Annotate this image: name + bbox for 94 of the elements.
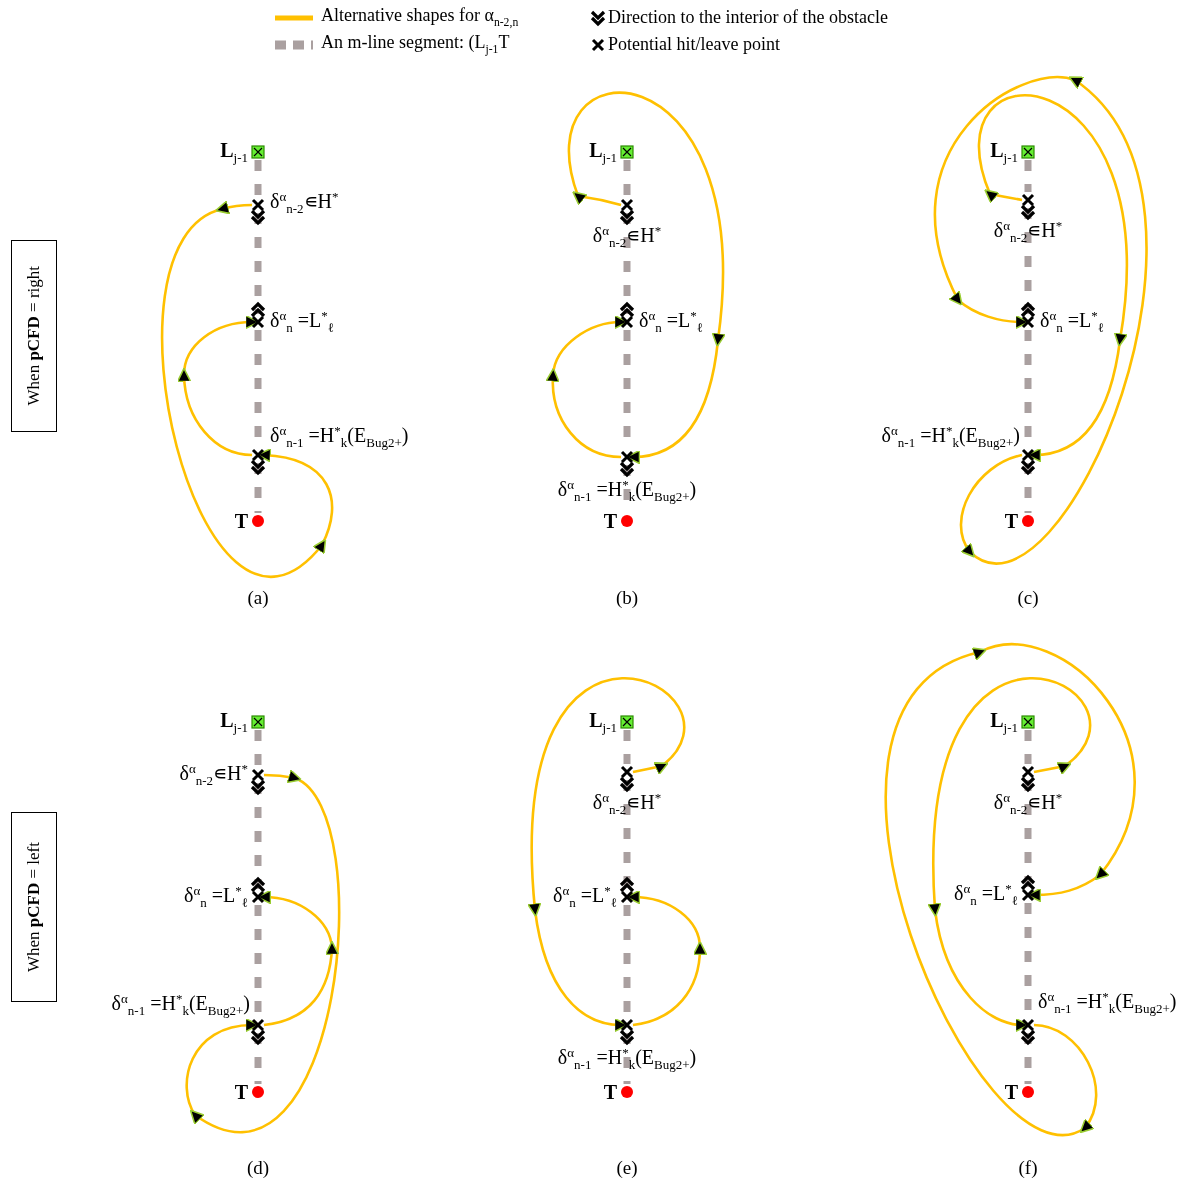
point-label: δ$^{α}$$_{n-2}$∊H$^{*}$ <box>592 790 662 818</box>
row-header-panel <box>11 812 57 1002</box>
curved-path <box>629 891 707 1027</box>
crossed-square-icon <box>1021 145 1035 159</box>
point-label: L$_{j-1}$ <box>220 708 248 736</box>
point-label: T <box>234 510 248 532</box>
curved-path <box>567 91 725 464</box>
point-label: δ$^{α}$$_{n-2}$∊H$^{*}$ <box>993 790 1063 818</box>
cross-mark-icon <box>1021 1018 1035 1032</box>
cross-mark-icon <box>620 198 634 212</box>
cross-mark-icon <box>620 765 634 779</box>
point-label: T <box>1004 510 1018 532</box>
point-label: T <box>234 1081 248 1103</box>
curved-path <box>977 94 1129 462</box>
panel-caption: (f) <box>1018 1157 1038 1179</box>
m-line-segment <box>623 213 631 314</box>
point-label: δ$^{α}$$_{n-2}$∊H$^{*}$ <box>592 223 662 251</box>
curved-path <box>546 316 625 459</box>
curved-path <box>178 316 256 457</box>
m-line-segment <box>623 1033 631 1084</box>
point-label: T <box>1004 1081 1018 1103</box>
crossed-square-icon <box>251 715 265 729</box>
legend-text: Direction to the interior of the obstacle <box>608 8 888 28</box>
cross-mark-icon <box>620 450 634 464</box>
point-label: δ$^{α}$$_{n-1}$ =H$^{*}$$_{k}$(E$_{Bug2+}$) <box>111 991 250 1019</box>
crossed-square-icon <box>251 145 265 159</box>
m-line-segment <box>254 160 262 197</box>
cross-mark-icon <box>620 1018 634 1032</box>
point-label: δ$^{α}$$_{n-2}$∊H$^{*}$ <box>179 761 248 789</box>
point-label: L$_{j-1}$ <box>990 708 1018 736</box>
cross-mark-icon <box>1021 193 1035 207</box>
cross-mark-icon <box>1021 315 1035 329</box>
crossed-square-icon <box>1021 715 1035 729</box>
panel-caption: (b) <box>615 587 639 609</box>
m-line-segment <box>254 783 262 889</box>
m-line-segment <box>1024 1033 1032 1084</box>
row-header-text: When pCFD = right <box>24 266 44 406</box>
row-header-text: When pCFD = left <box>24 842 44 972</box>
dot-icon <box>251 514 265 528</box>
point-label: δ$^{α}$$_{n-1}$ =H$^{*}$$_{k}$(E$_{Bug2+}$) <box>1038 989 1177 1017</box>
panel-caption: (a) <box>247 587 269 609</box>
cross-mark-icon <box>251 198 265 212</box>
curved-path <box>160 201 334 579</box>
crossed-square-icon <box>620 715 634 729</box>
row-header-panel <box>11 240 57 432</box>
curved-path <box>884 642 1136 1137</box>
curved-path <box>185 770 341 1134</box>
point-label: δ$^{α}$$_{n-1}$ =H$^{*}$$_{k}$(E$_{Bug2+}$) <box>557 1045 697 1073</box>
point-label: L$_{j-1}$ <box>220 138 248 166</box>
point-label: T <box>603 1081 617 1103</box>
dot-icon <box>1021 514 1035 528</box>
m-line-segment <box>623 160 631 197</box>
point-label: δ$^{α}$$_{n-1}$ =H$^{*}$$_{k}$(E$_{Bug2+}$) <box>881 423 1020 451</box>
cross-mark-icon <box>251 448 265 462</box>
cross-mark-icon <box>1021 765 1035 779</box>
panel-caption: (e) <box>616 1157 638 1179</box>
m-line-segment <box>254 463 262 513</box>
point-label: δ$^{α}$$_{n-1}$ =H$^{*}$$_{k}$(E$_{Bug2+}$) <box>270 423 409 451</box>
dot-icon <box>620 1085 634 1099</box>
cross-mark-icon <box>251 1018 265 1032</box>
cross-mark-icon <box>251 890 265 904</box>
curved-path <box>260 891 339 1027</box>
legend-text: Potential hit/leave point <box>608 35 780 55</box>
point-label: δ$^{α}$$_{n-2}$∊H$^{*}$ <box>270 189 339 217</box>
point-label: L$_{j-1}$ <box>589 138 617 166</box>
legend-text: An m-line segment: (L$_{j-1}$T <box>321 33 510 57</box>
curved-path <box>928 677 1092 1032</box>
cross-mark-icon <box>620 315 634 329</box>
dot-icon <box>620 514 634 528</box>
legend-text: Alternative shapes for α$_{n-2,n}$ <box>321 6 519 30</box>
dot-icon <box>1021 1085 1035 1099</box>
curved-path <box>933 75 1148 565</box>
point-label: δ$^{α}$$_{n-1}$ =H$^{*}$$_{k}$(E$_{Bug2+}$) <box>557 477 697 505</box>
point-label: L$_{j-1}$ <box>589 708 617 736</box>
point-label: L$_{j-1}$ <box>990 138 1018 166</box>
m-line-segment <box>1024 780 1032 887</box>
m-line-segment <box>254 1033 262 1084</box>
crossed-square-icon <box>620 145 634 159</box>
m-line-segment <box>254 213 262 314</box>
cross-mark-icon <box>251 768 265 782</box>
m-line-segment <box>1024 463 1032 513</box>
cross-mark-icon <box>251 315 265 329</box>
cross-mark-icon <box>620 890 634 904</box>
dot-icon <box>251 1085 265 1099</box>
point-label: T <box>603 510 617 532</box>
point-label: δ$^{α}$$_{n-2}$∊H$^{*}$ <box>993 218 1063 246</box>
cross-mark-icon <box>1021 448 1035 462</box>
cross-mark-icon <box>1021 888 1035 902</box>
m-line-segment <box>254 730 262 767</box>
m-line-segment <box>623 780 631 889</box>
panel-caption: (d) <box>246 1157 270 1179</box>
curved-path <box>528 677 686 1032</box>
m-line-segment <box>1024 208 1032 314</box>
panel-caption: (c) <box>1017 587 1039 609</box>
